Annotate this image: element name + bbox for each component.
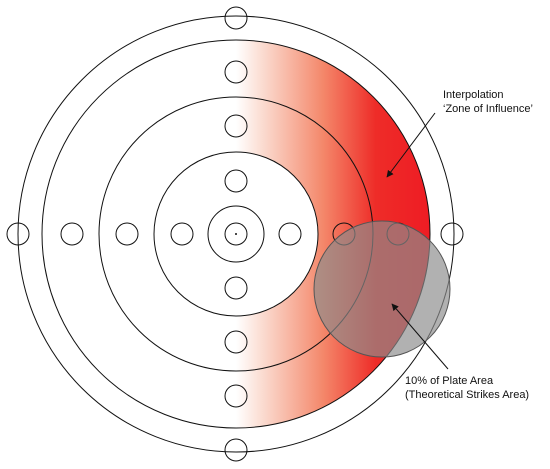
hole-bottom-4 xyxy=(224,438,248,462)
hole-top-3 xyxy=(224,114,248,138)
center-dot xyxy=(235,233,237,235)
zone-annotation-arrow xyxy=(386,112,436,178)
hole-bottom-2 xyxy=(224,330,248,354)
strikes-label-line-1: 10% of Plate Area xyxy=(405,375,494,387)
strikes-label-line-2: (Theoretical Strikes Area) xyxy=(405,389,530,401)
zone-label-line-2: ‘Zone of Influence’ xyxy=(443,103,533,115)
center-ring xyxy=(207,205,265,263)
ring-1 xyxy=(153,151,319,317)
hole-left-1 xyxy=(6,222,30,246)
hole-top-4 xyxy=(224,169,248,193)
hole-top-2 xyxy=(224,60,248,84)
zone-of-influence-label: Interpolation ‘Zone of Influence’ xyxy=(443,88,533,116)
outer-ring xyxy=(17,15,455,453)
hole-bottom-1 xyxy=(224,276,248,300)
hole-right-4 xyxy=(440,222,464,246)
strikes-area-circle xyxy=(313,220,451,358)
zone-label-line-1: Interpolation xyxy=(443,89,504,101)
concentric-rings xyxy=(17,15,455,453)
strikes-area-label: 10% of Plate Area (Theoretical Strikes A… xyxy=(405,374,529,402)
hole-left-4 xyxy=(170,222,194,246)
hole-left-3 xyxy=(115,222,139,246)
strikes-annotation-arrow xyxy=(391,303,449,370)
hole-left-2 xyxy=(60,222,84,246)
hole-center xyxy=(224,222,248,246)
hole-right-1 xyxy=(278,222,302,246)
hole-bottom-3 xyxy=(224,384,248,408)
hole-top-1 xyxy=(224,6,248,30)
ring-3 xyxy=(41,39,431,429)
